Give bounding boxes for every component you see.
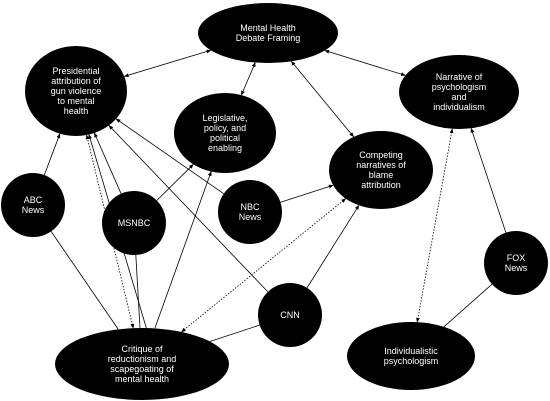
edge-mental-health-debate-framing-to-legislative-policy [240,62,256,96]
node-cnn: CNN [258,283,322,347]
node-label-critique-reductionism-line-1: reductionism and [108,354,177,364]
edge-mental-health-debate-framing-to-competing-narratives [290,60,354,138]
edge-nbc-news-to-competing-narratives [280,184,334,203]
node-label-cnn-line-0: CNN [280,310,300,320]
node-shape-abc-news [1,173,65,237]
edge-abc-news-to-presidential-attribution [43,133,61,176]
node-shape-mental-health-debate-framing [198,3,338,63]
node-label-legislative-policy-line-0: Legislative, [202,113,247,123]
node-label-mental-health-debate-framing-line-1: Debate Framing [236,33,301,43]
node-shape-legislative-policy [174,93,276,173]
node-shape-narrative-psychologism [399,55,519,129]
node-msnbc: MSNBC [102,191,166,255]
edge-critique-reductionism-to-competing-narratives [181,198,347,333]
node-label-presidential-attribution-line-1: attribution of [51,76,101,86]
node-label-competing-narratives-line-3: attribution [361,180,401,190]
node-label-narrative-psychologism-line-3: individualism [433,102,485,112]
node-shape-competing-narratives [329,131,433,209]
node-label-narrative-psychologism-line-2: and [451,92,466,102]
node-shape-presidential-attribution [25,46,127,136]
node-label-nbc-news-line-1: News [239,212,262,222]
edge-msnbc-to-legislative-policy [156,163,194,201]
edge-msnbc-to-critique-reductionism [135,254,141,329]
node-label-nbc-news-line-0: NBC [240,202,260,212]
node-label-competing-narratives-line-2: blame [369,170,394,180]
edge-mental-health-debate-framing-to-narrative-psychologism [324,49,406,76]
edge-cnn-to-critique-reductionism [209,324,260,342]
edge-cnn-to-competing-narratives [306,204,360,289]
node-shape-critique-reductionism [55,328,229,400]
node-label-competing-narratives-line-0: Competing [359,150,403,160]
node-label-presidential-attribution-line-0: Presidential [52,66,99,76]
node-label-legislative-policy-line-1: policy, and [204,123,246,133]
node-shape-msnbc [102,191,166,255]
node-label-individualistic-psychologism-line-0: Individualistic [384,346,438,356]
node-label-mental-health-debate-framing-line-0: Mental Health [240,23,296,33]
node-label-narrative-psychologism-line-1: psychologism [432,82,487,92]
node-shape-nbc-news [218,180,282,244]
edge-nbc-news-to-presidential-attribution [115,118,224,195]
node-label-presidential-attribution-line-4: health [64,106,89,116]
node-label-competing-narratives-line-1: narratives of [356,160,406,170]
node-label-abc-news-line-0: ABC [24,195,43,205]
node-label-fox-news-line-1: News [505,263,528,273]
edge-fox-news-to-individualistic-psychologism [443,283,493,328]
node-label-legislative-policy-line-3: enabling [208,143,242,153]
node-label-abc-news-line-1: News [22,205,45,215]
node-label-fox-news-line-0: FOX [507,253,526,263]
edge-abc-news-to-critique-reductionism [50,231,119,330]
node-label-individualistic-psychologism-line-1: psychologism [384,356,439,366]
node-label-legislative-policy-line-2: political [210,133,240,143]
node-shape-individualistic-psychologism [347,322,475,390]
edge-critique-reductionism-to-legislative-policy [154,171,212,329]
node-shape-cnn [258,283,322,347]
edge-fox-news-to-narrative-psychologism [470,127,507,233]
node-label-critique-reductionism-line-0: Critique of [121,344,163,354]
edge-mental-health-debate-framing-to-presidential-attribution [123,49,212,77]
node-label-critique-reductionism-line-2: scapegoating of [110,364,174,374]
edges-layer [43,49,507,342]
node-label-critique-reductionism-line-3: mental health [115,374,169,384]
node-label-presidential-attribution-line-2: gun violence [51,86,102,96]
node-label-narrative-psychologism-line-0: Narrative of [436,72,483,82]
node-label-presidential-attribution-line-3: to mental [57,96,94,106]
node-label-msnbc-line-0: MSNBC [118,218,151,228]
node-shape-fox-news [484,231,548,295]
